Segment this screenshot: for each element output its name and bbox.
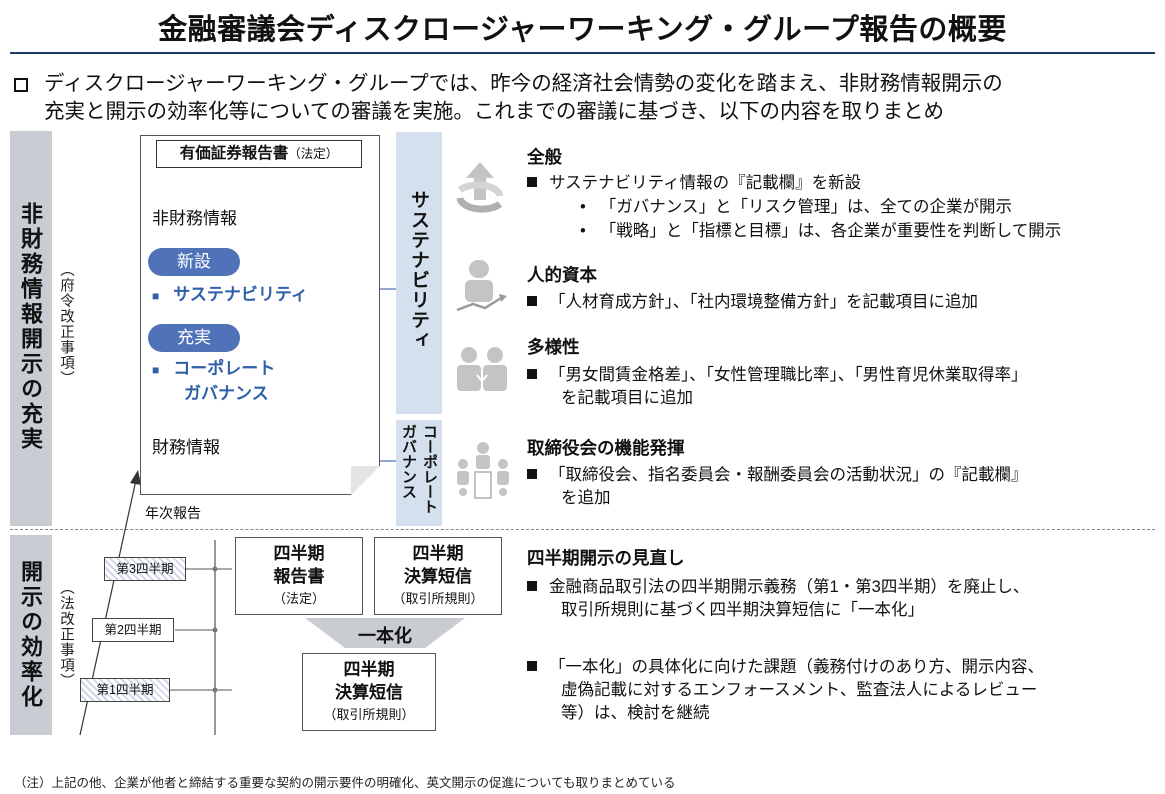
quarterly-report-line1: 四半期 xyxy=(273,544,325,563)
quarterly-review-heading: 四半期開示の見直し xyxy=(527,548,685,568)
section1-side-band xyxy=(10,131,52,526)
sustainability-band-text: サステナビリティ xyxy=(408,190,429,350)
dot-bullet: • xyxy=(580,198,586,216)
general-heading: 全般 xyxy=(527,147,562,167)
q1-label: 第1四半期 xyxy=(80,678,170,702)
earnings-summary-bottom-line2: 決算短信 xyxy=(335,683,403,702)
square-bullet xyxy=(527,369,537,379)
general-bullet-text: サステナビリティ情報の『記載欄』を新設 xyxy=(549,174,862,192)
earnings-summary-bottom-note: （取引所規則） xyxy=(323,707,415,722)
securities-report-document xyxy=(140,135,380,495)
quarterly-report-note: （法定） xyxy=(272,591,325,606)
doc-title: 有価証券報告書（法定） xyxy=(156,140,362,168)
human-capital-bullet: 「人材育成方針」、「社内環境整備方針」を記載項目に追加 xyxy=(527,291,978,314)
sustainability-band xyxy=(396,132,442,414)
diversity-heading: 多様性 xyxy=(527,337,580,357)
square-bullet xyxy=(527,296,537,306)
sustainability-item: ■ サステナビリティ xyxy=(152,280,308,305)
square-bullet xyxy=(527,469,537,479)
square-bullet xyxy=(527,177,537,187)
quarterly-bullet-1-line1: 金融商品取引法の四半期開示義務（第1・第3四半期）を廃止し、 xyxy=(549,578,1030,596)
financial-label: 財務情報 xyxy=(152,438,220,457)
quarterly-bullet-2-line3: 等）は、検討を継続 xyxy=(561,704,710,722)
intro-line-1: ディスクロージャーワーキング・グループでは、昨今の経済社会情勢の変化を踏まえ、非… xyxy=(44,72,1003,95)
doc-title-note: （法定） xyxy=(288,147,339,161)
section2-side-band xyxy=(10,535,52,735)
earnings-summary-bottom-line1: 四半期 xyxy=(343,660,395,679)
general-sub2: • 「戦略」と「指標と目標」は、各企業が重要性を判断して開示 xyxy=(580,220,1061,243)
person-growth-icon xyxy=(456,260,507,312)
human-capital-bullet-text: 「人材育成方針」、「社内環境整備方針」を記載項目に追加 xyxy=(549,293,978,311)
cg-item-line1: コーポレート xyxy=(173,359,276,378)
section1-label: 非財務情報開示の充実 xyxy=(18,202,43,452)
diversity-bullet-line1: 「男女間賃金格差」、「女性管理職比率」、「男性育児休業取得率」 xyxy=(549,366,1028,384)
earnings-summary-top-line1: 四半期 xyxy=(412,544,464,563)
title-divider xyxy=(10,52,1155,54)
doc-title-text: 有価証券報告書 xyxy=(179,145,289,162)
blue-square-bullet: ■ xyxy=(152,363,160,377)
earnings-summary-box-bottom: 四半期 決算短信 （取引所規則） xyxy=(302,653,436,731)
quarterly-bullet-2: 「一本化」の具体化に向けた課題（義務付けのあり方、開示内容、 虚偽記載に対するエ… xyxy=(527,656,1044,725)
section1-note: （府令改正事項） xyxy=(58,262,74,386)
general-sub2-text: 「戦略」と「指標と目標」は、各企業が重要性を判断して開示 xyxy=(599,222,1062,240)
quarterly-bullet-1-line2: 取引所規則に基づく四半期決算短信に「一本化」 xyxy=(561,601,924,619)
diverse-people-icon xyxy=(457,347,507,391)
cg-item-line2: ガバナンス xyxy=(184,384,269,403)
board-bullet-line1: 「取締役会、指名委員会・報酬委員会の活動状況」の『記載欄』 xyxy=(549,466,1028,484)
cg-band xyxy=(396,420,442,526)
diversity-bullet-line2: を記載項目に追加 xyxy=(561,389,693,407)
cycle-arrow-icon xyxy=(456,162,504,213)
board-heading: 取締役会の機能発揮 xyxy=(527,438,685,458)
page-title: 金融審議会ディスクロージャーワーキング・グループ報告の概要 xyxy=(158,14,1007,46)
quarterly-report-box: 四半期 報告書 （法定） xyxy=(235,537,363,615)
quarterly-bullet-2-line1: 「一本化」の具体化に向けた課題（義務付けのあり方、開示内容、 xyxy=(549,658,1044,676)
cg-band-text: コーポレートガバナンス xyxy=(398,424,440,524)
board-bullet: 「取締役会、指名委員会・報酬委員会の活動状況」の『記載欄』 を追加 xyxy=(527,464,1028,510)
new-pill: 新設 xyxy=(148,248,240,276)
square-bullet xyxy=(527,661,537,671)
section2-label: 開示の効率化 xyxy=(18,560,43,710)
sustainability-item-label: サステナビリティ xyxy=(173,285,308,304)
section2-note: （法改正事項） xyxy=(58,580,74,689)
intro-text: ディスクロージャーワーキング・グループでは、昨今の経済社会情勢の変化を踏まえ、非… xyxy=(44,70,1154,126)
earnings-summary-top-note: （取引所規則） xyxy=(392,591,484,606)
quarterly-bullet-1: 金融商品取引法の四半期開示義務（第1・第3四半期）を廃止し、 取引所規則に基づく… xyxy=(527,576,1029,622)
nonfinancial-label: 非財務情報 xyxy=(152,209,237,228)
unify-label: 一本化 xyxy=(358,626,412,646)
q3-label: 第3四半期 xyxy=(104,557,186,581)
q2-label: 第2四半期 xyxy=(92,618,174,642)
quarterly-bullet-2-line2: 虚偽記載に対するエンフォースメント、監査法人によるレビュー xyxy=(561,681,1038,699)
square-bullet xyxy=(527,581,537,591)
general-sub1-text: 「ガバナンス」と「リスク管理」は、全ての企業が開示 xyxy=(599,198,1012,216)
quarterly-report-line2: 報告書 xyxy=(273,567,325,586)
board-meeting-icon xyxy=(457,442,509,499)
cg-band-text-col: コーポレートガバナンス xyxy=(400,424,438,514)
cg-item: ■ コーポレート ガバナンス xyxy=(152,357,275,406)
board-bullet-line2: を追加 xyxy=(561,489,611,507)
human-capital-heading: 人的資本 xyxy=(527,265,597,285)
dot-bullet: • xyxy=(580,222,586,240)
annual-report-label: 年次報告 xyxy=(145,505,201,521)
general-bullet: サステナビリティ情報の『記載欄』を新設 xyxy=(527,172,861,195)
earnings-summary-top-line2: 決算短信 xyxy=(404,567,472,586)
intro-square-bullet xyxy=(14,78,28,92)
blue-square-bullet: ■ xyxy=(152,289,160,303)
diversity-bullet: 「男女間賃金格差」、「女性管理職比率」、「男性育児休業取得率」 を記載項目に追加 xyxy=(527,364,1028,410)
footnote: （注）上記の他、企業が他者と締結する重要な契約の開示要件の明確化、英文開示の促進… xyxy=(14,776,676,790)
enhance-pill: 充実 xyxy=(148,324,240,352)
general-sub1: • 「ガバナンス」と「リスク管理」は、全ての企業が開示 xyxy=(580,196,1012,219)
section-divider xyxy=(10,529,1155,530)
earnings-summary-box-top: 四半期 決算短信 （取引所規則） xyxy=(374,537,502,615)
intro-line-2: 充実と開示の効率化等についての審議を実施。これまでの審議に基づき、以下の内容を取… xyxy=(44,100,944,123)
